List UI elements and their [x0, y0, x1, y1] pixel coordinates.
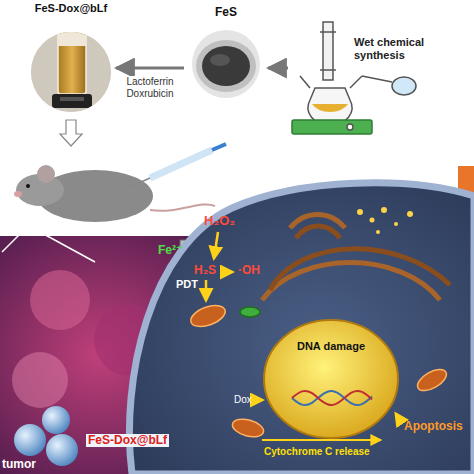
node-label: FeS	[186, 6, 266, 20]
block-arrow	[60, 120, 82, 146]
photo-panel: FeS-Dox@bLf	[28, 2, 114, 116]
photo-panel: FeS	[186, 6, 266, 102]
dna-strand	[292, 391, 372, 405]
nucleus-shape	[262, 318, 400, 440]
edge-label: Lactoferrin Doxrubicin	[114, 76, 186, 99]
drug-label: Dox	[234, 394, 252, 405]
node-label: Wet chemical synthesis	[354, 36, 440, 61]
region-label: tumor	[2, 458, 36, 471]
radical-label: ·OH	[238, 264, 260, 277]
mouse	[14, 165, 215, 222]
vial-photo	[31, 32, 111, 112]
cell	[129, 183, 474, 474]
chemical-label: H₂O₂	[204, 214, 235, 228]
agent-label: FeS-Dox@bLf	[86, 434, 169, 447]
photo-panel: Wet chemical synthesis	[290, 20, 440, 138]
flow-arrow	[116, 67, 184, 70]
syringe	[130, 144, 226, 187]
nucleus-outline	[264, 320, 398, 438]
pathway-arrows	[206, 232, 400, 440]
endoplasmic-reticulum	[262, 215, 450, 301]
zoom-lines	[2, 214, 95, 262]
node-label: DNA damage	[262, 340, 400, 353]
node-label: FeS-Dox@bLf	[28, 2, 114, 15]
vesicles	[357, 207, 413, 234]
flow-arrow	[268, 67, 288, 70]
device-label: PDT	[176, 278, 198, 290]
dna-strand	[292, 391, 372, 405]
process-label: Apoptosis	[404, 420, 463, 433]
ion-label: Fe²⁺	[158, 244, 182, 257]
nucleus: DNA damage	[262, 318, 400, 440]
powder-photo	[192, 30, 260, 98]
process-label: Cytochrome C release	[264, 446, 370, 457]
chemical-label: H₂S	[194, 264, 216, 277]
